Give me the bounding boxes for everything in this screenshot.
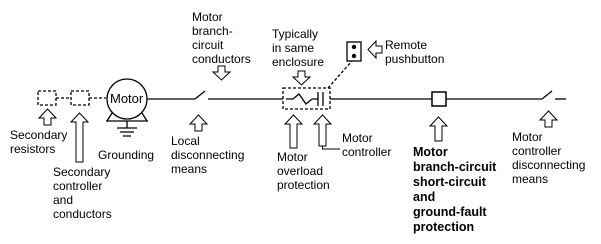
arrow-remote-pushbutton (367, 39, 383, 60)
same-enclosure-label: Typically in same enclosure (272, 27, 325, 69)
motor-controller-label: Motor controller (342, 131, 392, 159)
arrow-motor-controller (312, 114, 333, 147)
secondary-resistor-box-2 (70, 90, 90, 106)
arrow-short-circuit (428, 116, 449, 142)
secondary-controller-label: Secondary controller and conductors (53, 165, 112, 221)
pushbutton-dot-2 (351, 53, 357, 59)
motor-base (106, 112, 148, 122)
arrow-branch-conductors (211, 65, 232, 81)
local-disconnect-switch (194, 90, 206, 100)
arrow-local-disconnect (188, 114, 209, 132)
short-circuit-protection-box (431, 91, 447, 107)
overload-element (286, 93, 313, 105)
arrow-overload (283, 114, 304, 149)
short-circuit-label: Motor branch-circuit short-circuit and g… (413, 145, 497, 234)
pushbutton-dashed-link (327, 60, 353, 89)
motor-controller-bracket (322, 146, 340, 150)
arrow-secondary-resistors (37, 108, 58, 126)
branch-conductors-label: Motor branch- circuit conductors (192, 10, 251, 66)
motor-label: Motor (110, 91, 144, 106)
controller-disconnect-switch (541, 90, 553, 100)
local-disconnect-label: Local disconnecting means (171, 134, 245, 176)
arrow-controller-disconnect (538, 110, 559, 128)
grounding-symbol (117, 121, 137, 137)
pushbutton-dot-1 (351, 44, 357, 50)
arrow-same-enclosure (291, 70, 312, 86)
overload-label: Motor overload protection (277, 150, 330, 192)
controller-disconnect-label: Motor controller disconnecting means (512, 130, 586, 186)
secondary-resistor-box-1 (37, 90, 57, 106)
arrow-secondary-controller (69, 112, 90, 163)
secondary-resistors-label: Secondary resistors (10, 128, 68, 156)
grounding-label: Grounding (98, 148, 155, 162)
remote-pushbutton-label: Remote pushbutton (385, 38, 445, 66)
remote-pushbutton-station (346, 41, 362, 62)
